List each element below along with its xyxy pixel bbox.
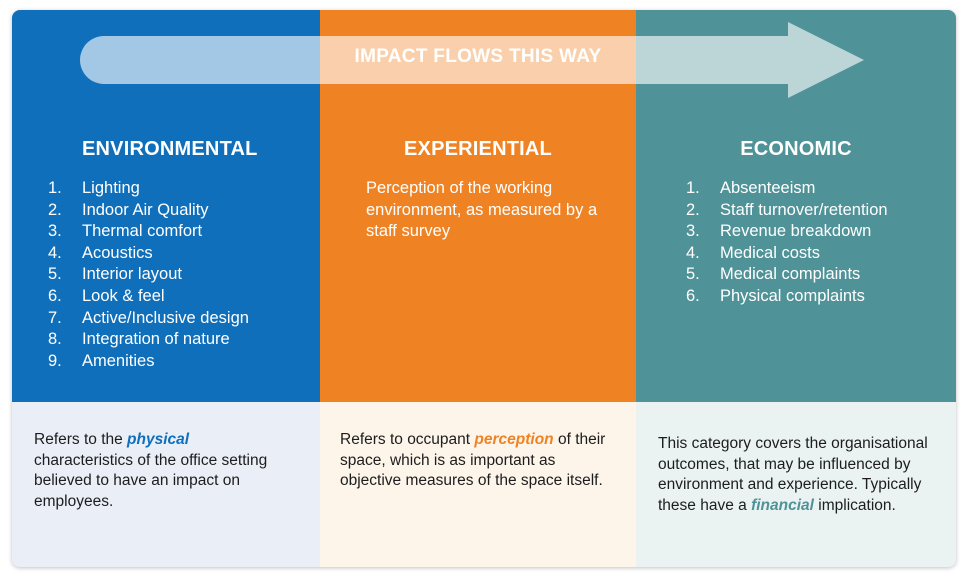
item-text: Medical complaints bbox=[720, 265, 861, 284]
item-text: Revenue breakdown bbox=[720, 222, 872, 241]
item-number: 4. bbox=[48, 243, 62, 262]
desc-emphasis: physical bbox=[127, 431, 190, 448]
desc-emphasis: financial bbox=[751, 496, 814, 514]
desc-text: of their space, which is as important as… bbox=[340, 431, 606, 489]
item-text: Acoustics bbox=[82, 243, 153, 262]
item-text: Look & feel bbox=[82, 286, 165, 305]
item-number: 4. bbox=[686, 243, 700, 262]
item-number: 7. bbox=[48, 308, 62, 327]
list-item: 4. Acoustics bbox=[48, 243, 249, 265]
item-text: Active/Inclusive design bbox=[82, 308, 249, 327]
item-number: 1. bbox=[686, 179, 700, 197]
desc-emphasis: perception bbox=[474, 431, 554, 448]
item-number: 3. bbox=[686, 222, 700, 241]
desc-text: implication. bbox=[813, 496, 896, 514]
item-number: 5. bbox=[686, 265, 700, 284]
desc-text: characteristics of the office setting be… bbox=[34, 451, 268, 510]
item-number: 5. bbox=[48, 265, 62, 284]
item-number: 2. bbox=[686, 200, 700, 219]
item-text: Amenities bbox=[82, 351, 155, 370]
environmental-description-panel: Refers to the physical characteristics o… bbox=[12, 402, 320, 567]
list-item: 5. Medical complaints bbox=[686, 264, 888, 286]
economic-list: 1. Absenteeism 2. Staff turnover/retention… bbox=[686, 178, 888, 308]
economic-heading: ECONOMIC bbox=[740, 138, 852, 160]
item-text: Thermal comfort bbox=[82, 222, 203, 241]
environmental-list: 1. Lighting 2. Indoor Air Quality 3. Therma… bbox=[48, 178, 249, 372]
list-item: 3. Thermal comfort bbox=[48, 221, 249, 243]
list-item: 4. Medical costs bbox=[686, 243, 888, 265]
list-item: 9. Amenities bbox=[48, 351, 249, 373]
impact-flow-arrow bbox=[80, 22, 864, 98]
environmental-heading: ENVIRONMENTAL bbox=[82, 138, 258, 160]
desc-text: Refers to the bbox=[34, 431, 128, 448]
item-number: 6. bbox=[686, 286, 700, 305]
environmental-description: Refers to the physical characteristics o… bbox=[34, 430, 284, 512]
list-item: 7. Active/Inclusive design bbox=[48, 308, 249, 330]
item-text: Medical costs bbox=[720, 243, 820, 262]
item-text: Indoor Air Quality bbox=[82, 200, 209, 219]
experiential-description: Refers to occupant perception of their s… bbox=[340, 430, 620, 492]
item-number: 9. bbox=[48, 351, 62, 370]
list-item: 8. Integration of nature bbox=[48, 329, 249, 351]
list-item: 6. Look & feel bbox=[48, 286, 249, 308]
desc-text: This category covers the organisational … bbox=[658, 435, 928, 514]
economic-description: This category covers the organisational … bbox=[658, 434, 943, 516]
item-text: Interior layout bbox=[82, 265, 182, 284]
item-number: 3. bbox=[48, 222, 62, 241]
diagram-frame: ENVIRONMENTAL 1. Lighting 2. Indoor Air Qu… bbox=[12, 10, 956, 567]
item-text: Physical complaints bbox=[720, 286, 865, 305]
item-text: Lighting bbox=[82, 179, 140, 197]
item-text: Absenteeism bbox=[720, 179, 816, 197]
experiential-heading: EXPERIENTIAL bbox=[404, 138, 552, 160]
experiential-text: Perception of the working environment, a… bbox=[366, 179, 598, 241]
arrow-label: IMPACT FLOWS THIS WAY bbox=[354, 46, 602, 67]
arrow-shape bbox=[80, 22, 864, 98]
item-text: Integration of nature bbox=[82, 330, 230, 349]
item-number: 6. bbox=[48, 286, 62, 305]
list-item: 2. Indoor Air Quality bbox=[48, 200, 249, 222]
list-item: 5. Interior layout bbox=[48, 264, 249, 286]
list-item: 1. Lighting bbox=[48, 178, 249, 200]
experiential-description-panel: Refers to occupant perception of their s… bbox=[320, 402, 636, 567]
item-number: 2. bbox=[48, 200, 62, 219]
item-number: 8. bbox=[48, 330, 62, 349]
list-item: 6. Physical complaints bbox=[686, 286, 888, 308]
list-item: 2. Staff turnover/retention bbox=[686, 200, 888, 222]
list-item: 3. Revenue breakdown bbox=[686, 221, 888, 243]
item-number: 1. bbox=[48, 179, 62, 197]
item-text: Staff turnover/retention bbox=[720, 200, 888, 219]
economic-description-panel: This category covers the organisational … bbox=[636, 402, 956, 567]
desc-text: Refers to occupant bbox=[340, 431, 475, 448]
list-item: 1. Absenteeism bbox=[686, 178, 888, 200]
